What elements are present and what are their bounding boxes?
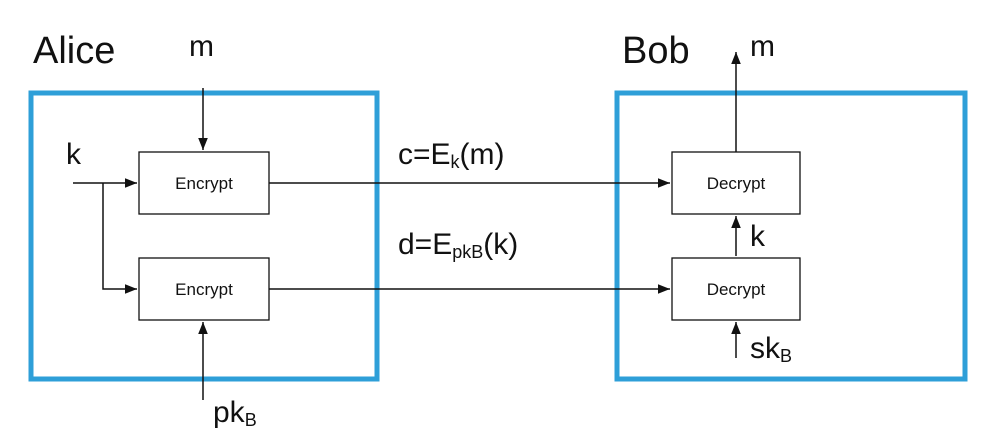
d-sub: pkB <box>452 242 484 262</box>
encrypt-box-top <box>138 151 270 215</box>
sk-input-label: skB <box>750 332 793 366</box>
channel-c-label: c=Ek(m) <box>398 138 505 172</box>
k-mid-label: k <box>750 220 765 253</box>
c-suffix: (m) <box>459 138 505 171</box>
bob-label: Bob <box>622 30 690 72</box>
decrypt-top-label: Decrypt <box>706 174 766 193</box>
sk-main: sk <box>750 332 780 365</box>
decrypt-box-bottom <box>671 257 801 321</box>
m-output-label: m <box>750 30 775 63</box>
channel-d-label: d=EpkB(k) <box>398 228 519 262</box>
pk-sub: B <box>244 410 257 430</box>
d-prefix: d=E <box>398 228 453 261</box>
decrypt-bottom-label: Decrypt <box>706 280 766 299</box>
d-suffix: (k) <box>483 228 519 261</box>
sk-sub: B <box>780 346 793 366</box>
alice-label: Alice <box>33 30 116 72</box>
alice-frame <box>28 90 380 382</box>
pk-main: pk <box>213 396 245 429</box>
m-input-label: m <box>189 30 214 63</box>
bob-frame <box>614 90 968 382</box>
k-input-label: k <box>66 138 81 171</box>
c-sub: k <box>450 152 460 172</box>
pk-input-label: pkB <box>213 396 257 430</box>
c-prefix: c=E <box>398 138 451 171</box>
encrypt-top-label: Encrypt <box>175 174 233 193</box>
encrypt-bottom-label: Encrypt <box>175 280 233 299</box>
arrow-k-branch <box>102 183 137 294</box>
encrypt-box-bottom <box>138 257 270 321</box>
